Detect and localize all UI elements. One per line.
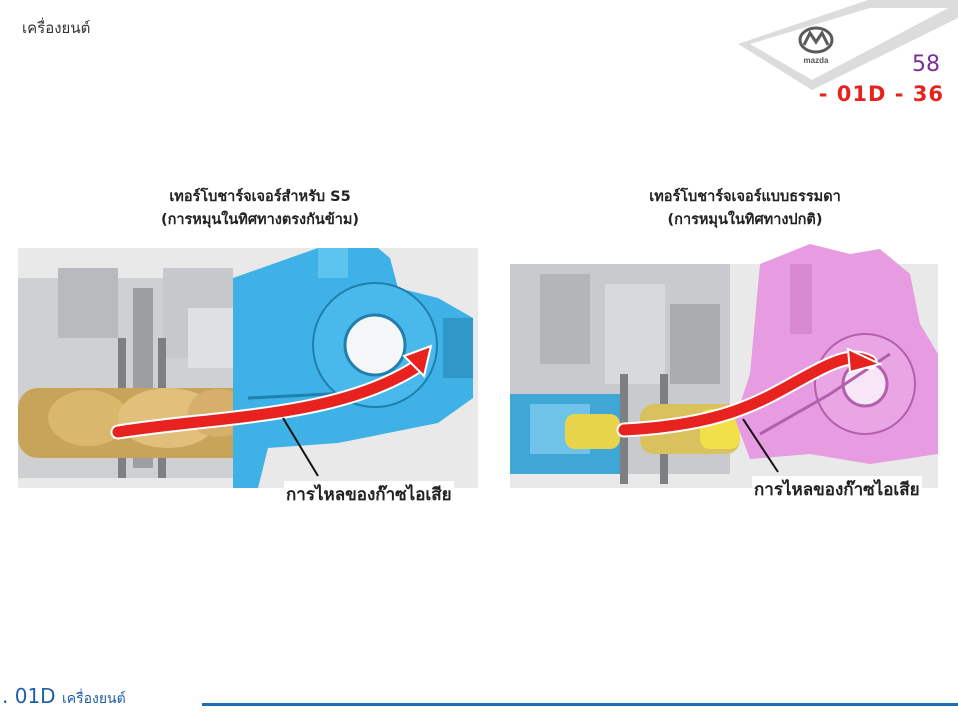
- right-figure-caption: เทอร์โบชาร์จเจอร์แบบธรรมดา (การหมุนในทิศ…: [585, 186, 905, 232]
- page-number: 58: [912, 52, 940, 77]
- footer-section-label: . 01D เครื่องยนต์: [2, 684, 126, 710]
- svg-text:mazda: mazda: [804, 56, 829, 65]
- s5-turbocharger-illustration: [18, 248, 478, 488]
- mazda-logo-icon: mazda: [798, 26, 834, 65]
- footer-divider: [202, 703, 958, 706]
- footer-code: . 01D: [2, 684, 56, 708]
- conventional-turbocharger-illustration: [510, 244, 938, 488]
- left-caption-line1: เทอร์โบชาร์จเจอร์สำหรับ S5: [169, 189, 351, 205]
- footer-section: เครื่องยนต์: [61, 691, 126, 707]
- left-exhaust-flow-label: การไหลของก๊าซไอเสีย: [284, 481, 454, 508]
- right-caption-line1: เทอร์โบชาร์จเจอร์แบบธรรมดา: [649, 189, 841, 205]
- right-caption-line2: (การหมุนในทิศทางปกติ): [667, 212, 823, 228]
- page-code: - 01D - 36: [818, 82, 944, 106]
- left-figure-caption: เทอร์โบชาร์จเจอร์สำหรับ S5 (การหมุนในทิศ…: [110, 186, 410, 232]
- mazda-logo-banner: mazda: [738, 0, 958, 90]
- left-caption-line2: (การหมุนในทิศทางตรงกันข้าม): [160, 212, 360, 228]
- right-exhaust-flow-label: การไหลของก๊าซไอเสีย: [752, 476, 922, 503]
- section-title: เครื่องยนต์: [22, 19, 91, 37]
